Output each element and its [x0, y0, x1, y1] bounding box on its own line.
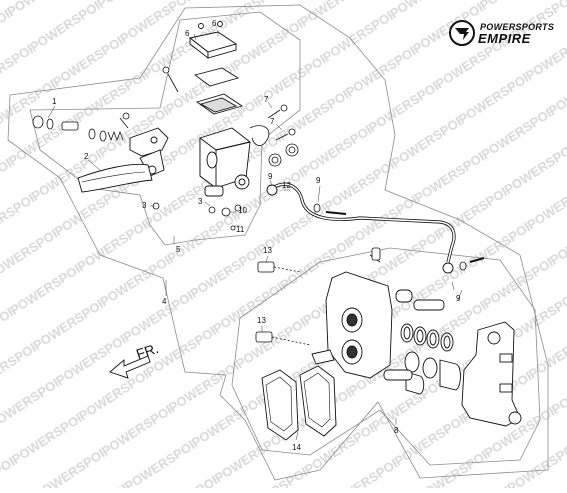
callout-3b: 3	[198, 197, 203, 206]
empire-emblem-icon	[449, 20, 475, 46]
callout-2: 2	[84, 152, 89, 161]
callout-3a: 3	[142, 201, 147, 210]
callout-14: 14	[292, 443, 301, 452]
reservoir-cap-group	[188, 21, 244, 115]
callout-1: 1	[52, 97, 57, 106]
assembly-boundary-5	[29, 11, 301, 246]
clamp-bracket	[129, 127, 169, 177]
reservoir-plate	[193, 67, 240, 87]
front-arrow-icon	[109, 355, 151, 379]
callout-5: 5	[176, 245, 181, 254]
callout-8: 8	[394, 426, 399, 435]
callout-12: 12	[282, 181, 291, 190]
callout-10: 10	[238, 206, 247, 215]
callout-labels: 1 2 3 3 4 5 6 6 7 7 8 9 9 9 10 11 12 13 …	[52, 19, 461, 452]
caliper-seals	[383, 299, 461, 395]
callout-13b: 13	[257, 316, 266, 325]
callout-4: 4	[162, 297, 167, 306]
assembly-boundary-4	[7, 4, 549, 481]
brake-lever	[77, 163, 153, 193]
leader-lines	[47, 30, 463, 441]
callout-9a: 9	[268, 172, 273, 181]
callout-6b: 6	[212, 19, 217, 28]
callout-9c: 9	[456, 294, 461, 303]
callout-7a: 7	[264, 95, 269, 104]
brand-line2: EMPIRE	[478, 31, 531, 46]
brake-hose	[266, 182, 485, 274]
caliper-bracket	[461, 321, 522, 427]
brand-line1: POWERSPORTS	[480, 22, 555, 32]
brake-pads	[261, 349, 337, 441]
bolts	[152, 66, 299, 231]
callout-6a: 6	[185, 29, 190, 38]
master-cylinder-body	[199, 127, 251, 197]
piston-kit	[32, 112, 130, 142]
brand-logo: POWERSPORTS EMPIRE	[447, 18, 557, 54]
callout-9b: 9	[316, 176, 321, 185]
assembly-boundary-8	[231, 247, 541, 466]
callout-11: 11	[236, 225, 245, 234]
callout-7b: 7	[270, 117, 275, 126]
caliper-body	[325, 271, 413, 379]
callout-13a: 13	[263, 246, 272, 255]
